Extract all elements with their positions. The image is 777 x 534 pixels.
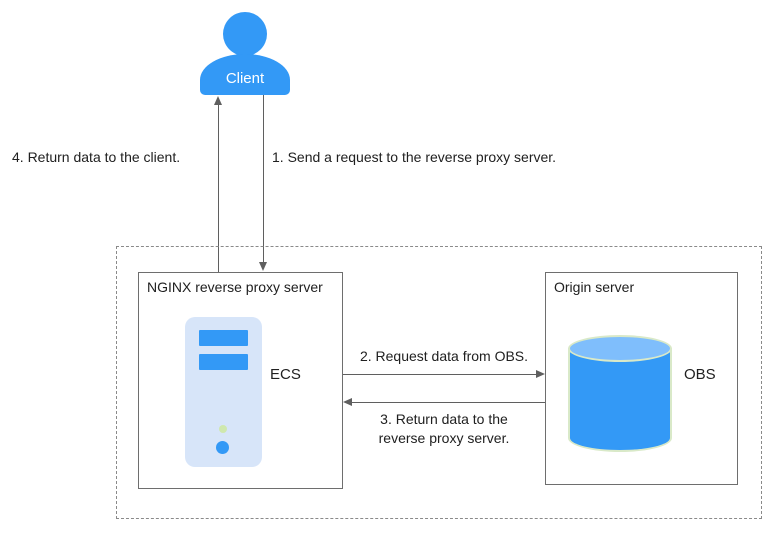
- obs-bucket-top-icon: [568, 335, 672, 362]
- ecs-server-icon: [185, 317, 262, 467]
- ecs-power-button-icon: [216, 441, 229, 454]
- client-shoulders-icon: Client: [200, 54, 290, 95]
- ecs-label: ECS: [270, 366, 301, 383]
- arrowhead-up-icon: [214, 96, 222, 105]
- arrow-step3-line: [351, 402, 545, 403]
- ecs-drive-bar-icon: [199, 354, 248, 370]
- ecs-drive-bar-icon: [199, 330, 248, 346]
- step3-label: 3. Return data to the reverse proxy serv…: [378, 411, 510, 446]
- step1-label: 1. Send a request to the reverse proxy s…: [272, 149, 557, 165]
- step2-label: 2. Request data from OBS.: [359, 348, 529, 364]
- client-label: Client: [225, 70, 265, 87]
- arrowhead-right-icon: [536, 370, 545, 378]
- deployment-boundary: [116, 246, 762, 519]
- arrowhead-left-icon: [343, 398, 352, 406]
- client-icon: Client: [200, 10, 290, 95]
- client-head-icon: [223, 12, 267, 56]
- obs-label: OBS: [684, 366, 716, 383]
- obs-bucket-body-icon: [568, 348, 672, 452]
- arrow-step2-line: [343, 374, 539, 375]
- nginx-box-title: NGINX reverse proxy server: [147, 279, 323, 295]
- origin-box-title: Origin server: [554, 279, 635, 295]
- arrow-step1-line: [263, 95, 264, 262]
- ecs-power-led-icon: [219, 425, 227, 433]
- arrowhead-down-icon: [259, 262, 267, 271]
- step4-label: 4. Return data to the client.: [12, 149, 181, 165]
- arrow-step4-line: [218, 104, 219, 273]
